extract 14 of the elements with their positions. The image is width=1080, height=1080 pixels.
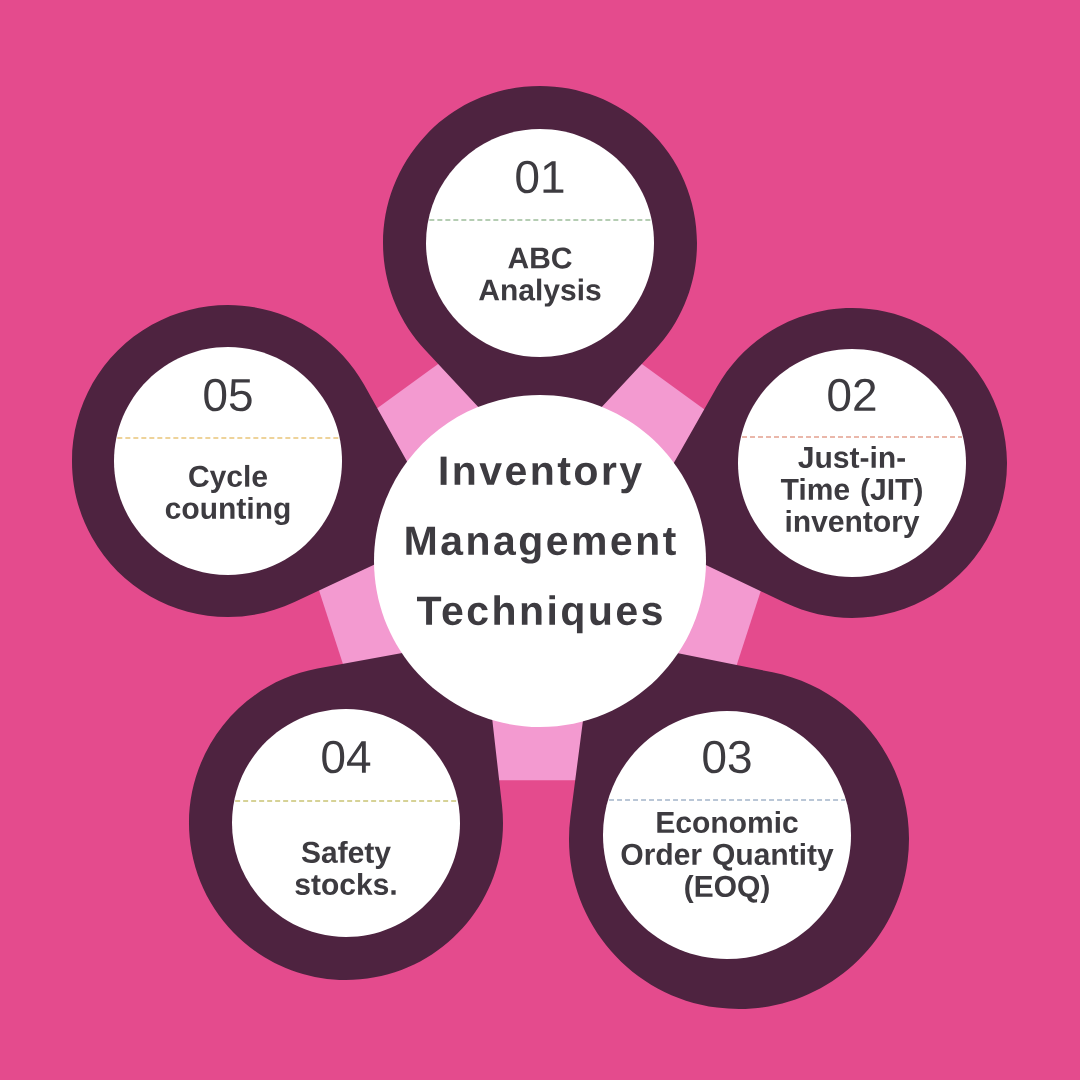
teardrop-pin (569, 651, 909, 1009)
step-number: 01 (516, 160, 564, 194)
teardrop-pin (189, 651, 503, 980)
hub-title: Inventory Management Techniques (406, 456, 676, 634)
step-label: Safety stocks. (295, 841, 396, 895)
step-number: 04 (322, 740, 371, 774)
step-label: Just-in-Time (JIT) inventory (780, 446, 922, 538)
step-number: 03 (703, 740, 751, 774)
step-label: Cycle counting (165, 464, 290, 526)
center-circle (374, 395, 706, 727)
step-label: Economic Order Quantity (EOQ) (621, 811, 834, 903)
step-number: 05 (204, 378, 252, 412)
step-label: ABC Analysis (479, 247, 601, 307)
step-number: 02 (828, 378, 876, 412)
